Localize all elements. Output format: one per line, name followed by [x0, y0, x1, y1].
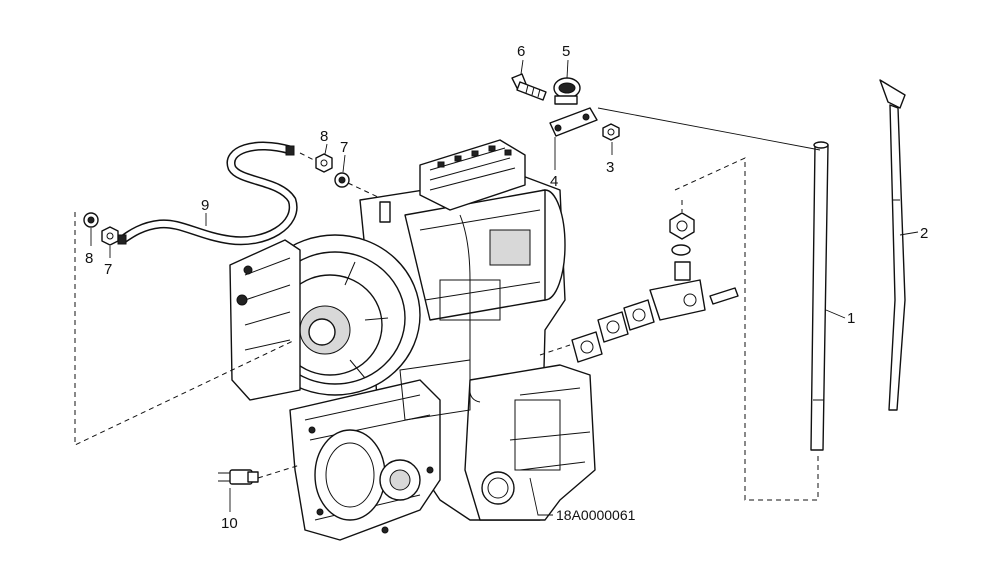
callout-10: 10 [221, 515, 238, 532]
callout-5: 5 [562, 43, 570, 60]
callout-9: 9 [201, 197, 209, 214]
pressure-fitting-assembly [571, 212, 739, 363]
callout-2: 2 [920, 225, 928, 242]
hose-nuts [83, 153, 350, 246]
callout-8-upper: 8 [320, 128, 328, 145]
callout-1: 1 [847, 310, 855, 327]
callout-7-lower: 7 [104, 261, 112, 278]
transmission-housing [229, 139, 596, 541]
callout-8-lower: 8 [85, 250, 93, 267]
callout-7-upper: 7 [340, 139, 348, 156]
callout-4: 4 [550, 173, 558, 190]
dipstick [879, 79, 906, 411]
sensor [218, 469, 259, 485]
leader-lines [90, 59, 919, 516]
breather-hose [117, 141, 298, 246]
dipstick-tube [810, 141, 829, 451]
callout-3: 3 [606, 159, 614, 176]
callout-6: 6 [517, 43, 525, 60]
fastener-set-top [511, 73, 620, 141]
callout-labels: 1 2 3 4 5 6 7 8 7 8 9 10 [85, 43, 928, 532]
drawing-reference-code: 18A0000061 [556, 507, 636, 523]
assembly-lines [74, 107, 821, 501]
